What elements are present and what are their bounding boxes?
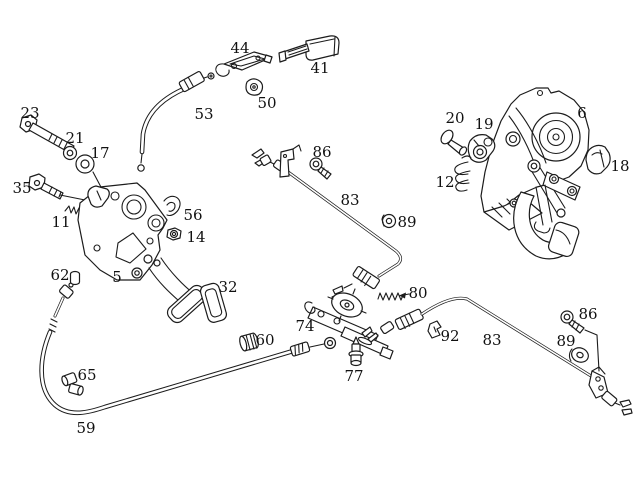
part-14-nut	[166, 227, 182, 241]
part-83-mount-bracket	[279, 144, 302, 178]
part-12-spring	[454, 155, 472, 192]
part-23-bolt	[19, 114, 75, 154]
callout-53: 53	[194, 105, 213, 123]
callout-83-rear: 83	[482, 331, 501, 349]
callout-56: 56	[183, 206, 202, 224]
part-80-spring	[377, 292, 410, 301]
part-86-screw-rear	[560, 310, 600, 372]
part-86-screw-front	[309, 157, 332, 180]
callout-20: 20	[445, 109, 464, 127]
part-62-clip	[69, 270, 81, 286]
callout-83-front: 83	[340, 191, 359, 209]
callout-32: 32	[218, 278, 237, 296]
callout-86-front: 86	[312, 143, 331, 161]
part-65-clips	[61, 372, 84, 396]
part-5-pedal-bracket	[77, 182, 168, 281]
part-89-grommet-front	[381, 213, 397, 229]
part-50-grommet	[245, 78, 264, 96]
part-74-equalizer	[304, 288, 394, 360]
callout-21: 21	[65, 129, 84, 147]
part-21-washer	[62, 145, 78, 161]
part-59-brake-cable	[39, 282, 337, 416]
part-89-grommet-rear	[568, 347, 589, 363]
callout-89-front: 89	[397, 213, 416, 231]
callout-14: 14	[186, 228, 205, 246]
callout-19: 19	[474, 115, 493, 133]
callout-59: 59	[76, 419, 95, 437]
part-77-bolt	[348, 336, 364, 367]
part-92-clip	[427, 320, 442, 339]
callout-74: 74	[295, 317, 314, 335]
part-32-pedal-pad-ring	[199, 282, 228, 323]
part-56-hook-clip	[163, 195, 181, 216]
callout-12: 12	[435, 173, 454, 191]
callout-17: 17	[90, 144, 109, 162]
callout-23: 23	[20, 104, 39, 122]
part-44-bracket	[215, 51, 273, 77]
callout-50: 50	[257, 94, 276, 112]
callout-80: 80	[408, 284, 427, 302]
part-17-bushing	[75, 154, 121, 198]
part-41-handle-grip	[278, 35, 340, 63]
callout-62: 62	[50, 266, 69, 284]
callout-18: 18	[610, 157, 629, 175]
callout-35: 35	[12, 179, 31, 197]
callout-41: 41	[310, 59, 329, 77]
part-35-bolt	[28, 173, 96, 203]
part-19-pivot-block	[467, 134, 496, 163]
callout-5: 5	[112, 268, 122, 286]
part-53-release-cable	[137, 71, 215, 172]
callout-60: 60	[255, 331, 274, 349]
callout-86-rear: 86	[578, 305, 597, 323]
callout-92: 92	[440, 327, 459, 345]
part-83-rear-cable	[361, 296, 633, 416]
part-18-stop	[585, 144, 611, 175]
callout-77: 77	[344, 367, 363, 385]
part-60-grommet	[239, 332, 259, 352]
callout-65: 65	[77, 366, 96, 384]
callout-labels: 23 21 17 35 11 62 5 56 14 32 53 44 50 41…	[12, 39, 629, 437]
part-6-pedal-assembly	[480, 87, 590, 260]
callout-89-rear: 89	[556, 332, 575, 350]
callout-11: 11	[51, 213, 70, 231]
part-83-front-cable	[251, 148, 403, 301]
part-20-pin	[440, 129, 468, 156]
callout-44: 44	[230, 39, 249, 57]
callout-6: 6	[577, 104, 587, 122]
